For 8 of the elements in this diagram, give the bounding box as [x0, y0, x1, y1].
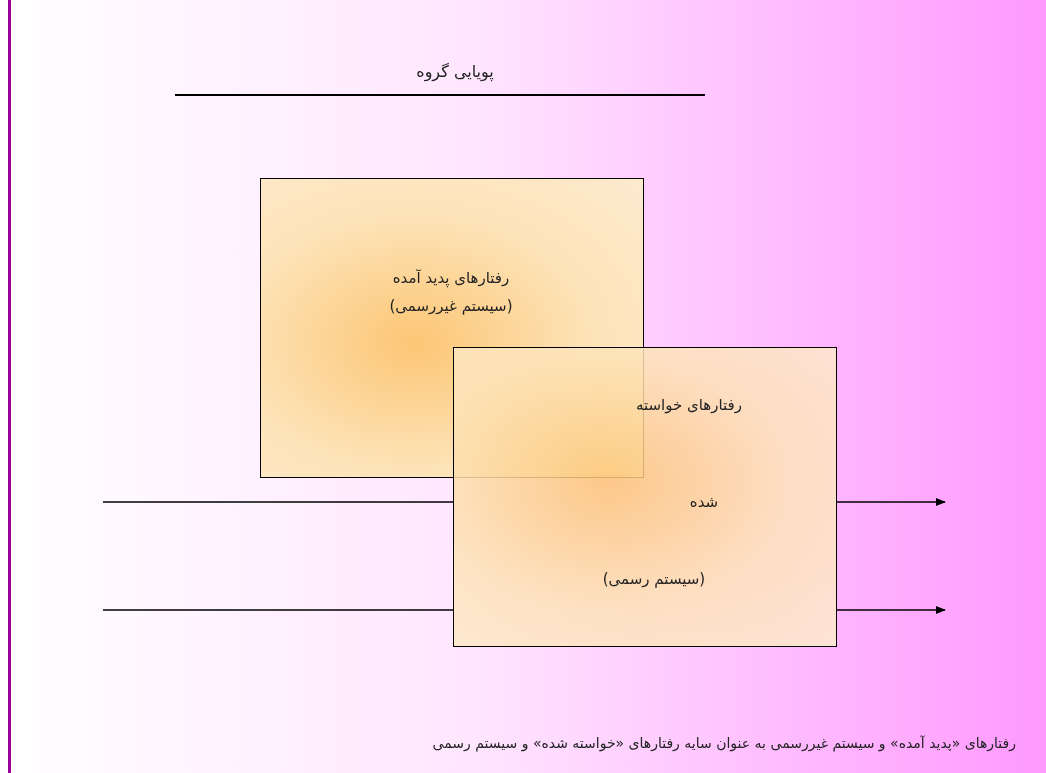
caption: رفتارهای «پدید آمده» و سیستم غیررسمی به عنوان سایه رفتارهای «خواسته شده» و سیستم رسمی: [432, 735, 1016, 751]
rectangle-box: [453, 347, 837, 647]
title: پویایی گروه: [415, 62, 495, 81]
node-subtitle: (سیستم غیررسمی): [388, 297, 514, 315]
node-text: شده: [688, 493, 720, 511]
node-heading: رفتارهای خواسته: [634, 396, 744, 414]
node-heading: رفتارهای پدید آمده: [391, 269, 511, 287]
node-subtitle: (سیستم رسمی): [601, 570, 707, 588]
